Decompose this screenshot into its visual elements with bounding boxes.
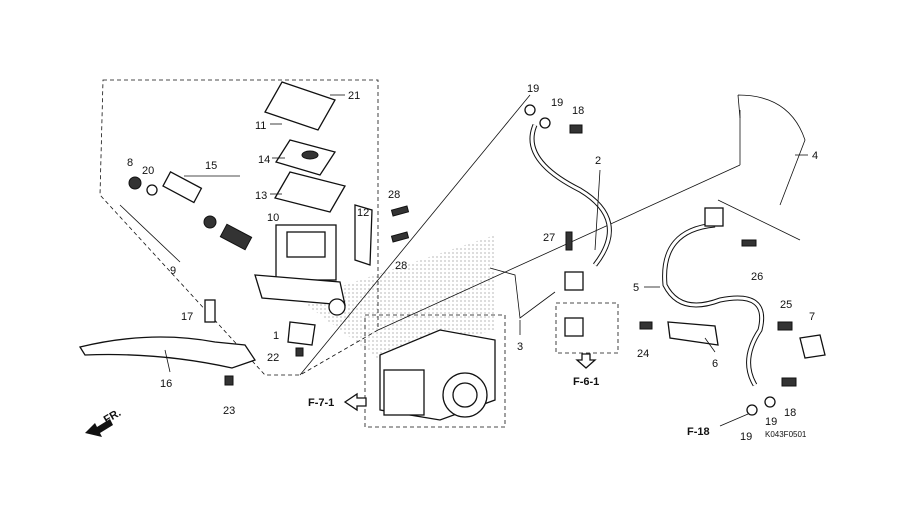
callout-19d: 19 xyxy=(740,431,752,443)
bolt xyxy=(565,231,573,251)
joint-box xyxy=(555,302,619,354)
guide-line xyxy=(377,164,741,331)
oil-bolt xyxy=(569,124,583,134)
leader-line xyxy=(164,349,171,373)
oil-bolt xyxy=(781,377,797,387)
leader-lines xyxy=(119,94,808,373)
leader-line xyxy=(704,337,716,353)
callout-19b: 19 xyxy=(551,97,563,109)
bolt xyxy=(741,239,757,247)
callout-28: 28 xyxy=(388,189,400,201)
master-cylinder xyxy=(254,81,373,316)
callout-6: 6 xyxy=(712,358,718,370)
piston xyxy=(162,171,203,204)
f18-arrow-icon xyxy=(719,413,749,427)
outlet-fitting xyxy=(328,298,346,316)
holder-bolt xyxy=(390,231,410,243)
callout-2: 2 xyxy=(595,155,601,167)
hose-stay xyxy=(667,321,719,346)
brake-hose-2-inner xyxy=(530,124,611,266)
callout-25: 25 xyxy=(780,299,792,311)
abs-modulator xyxy=(379,329,496,421)
bolt xyxy=(639,321,653,330)
sealing-washer xyxy=(539,117,551,129)
clamp xyxy=(354,204,373,266)
guide-line xyxy=(717,199,801,241)
drawing-code: K043F0501 xyxy=(765,430,807,439)
callout-19a: 19 xyxy=(527,83,539,95)
callout-21: 21 xyxy=(348,90,360,102)
callout-23: 23 xyxy=(223,405,235,417)
callout-16: 16 xyxy=(160,378,172,390)
leader-line xyxy=(119,204,181,263)
callout-18b: 18 xyxy=(784,407,796,419)
brake-pipe-4 xyxy=(737,94,806,206)
piston-boot xyxy=(128,176,142,190)
abs-motor-cap xyxy=(452,382,478,408)
abs-control-unit xyxy=(383,369,425,416)
callout-19c: 19 xyxy=(765,416,777,428)
piston-spring xyxy=(219,223,253,251)
callout-1: 1 xyxy=(273,330,279,342)
brake-pipe-3 xyxy=(489,267,556,319)
callout-9: 9 xyxy=(170,265,176,277)
callout-17: 17 xyxy=(181,311,193,323)
brake-switch xyxy=(287,321,316,346)
callout-28b: 28 xyxy=(395,260,407,272)
reservoir-cap xyxy=(264,81,336,131)
abs-unit-box xyxy=(364,314,506,428)
hose-clamp xyxy=(799,334,826,359)
callout-3: 3 xyxy=(517,341,523,353)
joint-block xyxy=(564,271,584,291)
brake-hose-5-inner xyxy=(663,223,763,386)
callout-4: 4 xyxy=(812,150,818,162)
ref-f18[interactable]: F-18 xyxy=(687,426,710,438)
sealing-washer xyxy=(764,396,776,408)
callout-8: 8 xyxy=(127,157,133,169)
joint-block xyxy=(704,207,724,227)
f61-arrow-icon xyxy=(575,353,597,369)
front-arrow-icon xyxy=(85,419,113,437)
callout-20: 20 xyxy=(142,165,154,177)
sealing-washer xyxy=(746,404,758,416)
callout-15: 15 xyxy=(205,160,217,172)
joint-block xyxy=(564,317,584,337)
callout-10: 10 xyxy=(267,212,279,224)
piston-cup xyxy=(203,215,217,229)
callout-12: 12 xyxy=(357,207,369,219)
callout-27: 27 xyxy=(543,232,555,244)
abs-shade xyxy=(300,235,495,360)
bolt xyxy=(777,321,793,331)
callout-22: 22 xyxy=(267,352,279,364)
callout-18a: 18 xyxy=(572,105,584,117)
plate-hole xyxy=(301,150,319,160)
ref-f71[interactable]: F-7-1 xyxy=(308,397,334,409)
callout-24: 24 xyxy=(637,348,649,360)
sealing-washer xyxy=(524,104,536,116)
front-marker: FR. xyxy=(102,407,123,426)
f71-arrow-icon xyxy=(343,392,367,412)
master-cylinder-group-box xyxy=(99,79,379,376)
diaphragm xyxy=(274,171,346,213)
ref-f61[interactable]: F-6-1 xyxy=(573,376,599,388)
reservoir-opening xyxy=(286,231,326,258)
guide-line xyxy=(299,94,531,376)
callout-13: 13 xyxy=(255,190,267,202)
leader-line xyxy=(594,169,601,251)
piston-kit xyxy=(128,171,253,251)
callout-7: 7 xyxy=(809,311,815,323)
piston-washer xyxy=(146,184,158,196)
pivot-bolt xyxy=(204,299,216,323)
callout-5: 5 xyxy=(633,282,639,294)
callout-26: 26 xyxy=(751,271,763,283)
brake-lever xyxy=(78,336,257,369)
callout-11: 11 xyxy=(255,120,266,132)
pivot-nut xyxy=(224,375,234,386)
switch-screw xyxy=(295,347,304,357)
callout-14: 14 xyxy=(258,154,270,166)
holder-bolt xyxy=(390,205,410,217)
